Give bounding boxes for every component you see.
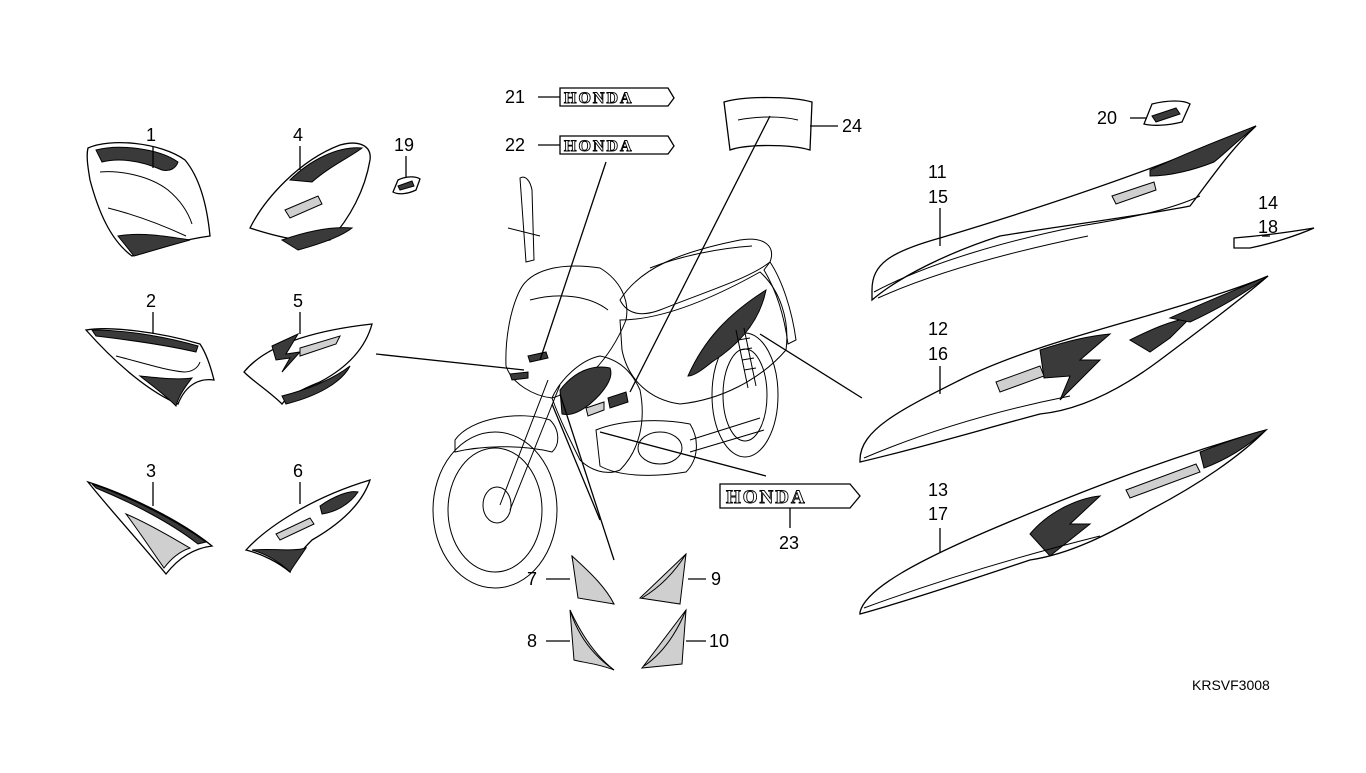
callout-18: 18 (1258, 217, 1278, 237)
callout-19: 19 (394, 135, 414, 155)
callout-5: 5 (293, 291, 303, 311)
part-6-decal[interactable] (244, 479, 372, 574)
callout-12: 12 (928, 319, 948, 339)
diagram-code: KRSVF3008 (1192, 677, 1270, 693)
callout-11: 11 (928, 162, 947, 182)
emblem-22-text: HONDA (564, 138, 634, 155)
part-19-decal[interactable] (392, 176, 421, 195)
callout-4: 4 (293, 125, 303, 145)
callout-16: 16 (928, 344, 948, 364)
part-10-decal[interactable] (640, 608, 687, 669)
part-5-decal[interactable] (243, 323, 373, 406)
part-12-16-stripe[interactable] (859, 275, 1269, 463)
honda-emblem-23[interactable]: HONDA (719, 483, 861, 509)
callout-2: 2 (146, 291, 156, 311)
callout-17: 17 (928, 504, 948, 524)
part-9-decal[interactable] (638, 552, 687, 605)
callout-9: 9 (711, 569, 721, 589)
part-3-decal[interactable] (86, 480, 214, 576)
callout-22: 22 (505, 135, 525, 155)
callout-14: 14 (1258, 193, 1278, 213)
motorcycle-illustration (432, 176, 797, 589)
honda-emblem-22[interactable]: HONDA (559, 135, 675, 155)
part-4-decal[interactable] (249, 142, 371, 251)
part-11-15-stripe[interactable] (871, 125, 1257, 302)
callout-labels: 1 4 19 2 5 3 6 21 22 24 20 11 15 14 18 1… (146, 87, 1278, 693)
callout-10: 10 (709, 631, 729, 651)
part-8-decal[interactable] (569, 609, 615, 671)
callout-20: 20 (1097, 108, 1117, 128)
honda-emblem-21[interactable]: HONDA (559, 87, 675, 107)
callout-24: 24 (842, 116, 862, 136)
part-14-18-decal[interactable] (1233, 227, 1315, 249)
emblem-21-text: HONDA (564, 90, 634, 107)
callout-23: 23 (779, 533, 799, 553)
callout-21: 21 (505, 87, 525, 107)
callout-1: 1 (146, 125, 156, 145)
emblem-23-text: HONDA (726, 487, 807, 508)
callout-15: 15 (928, 187, 948, 207)
part-24-label[interactable] (723, 96, 813, 151)
part-1-decal[interactable] (86, 141, 211, 257)
callout-13: 13 (928, 480, 948, 500)
leader-lines (152, 96, 1270, 642)
callout-3: 3 (146, 461, 156, 481)
part-13-17-stripe[interactable] (859, 428, 1269, 615)
part-7-decal[interactable] (571, 554, 615, 605)
callout-7: 7 (527, 569, 537, 589)
part-2-decal[interactable] (84, 328, 215, 407)
part-20-decal[interactable] (1143, 100, 1191, 126)
callout-8: 8 (527, 631, 537, 651)
callout-6: 6 (293, 461, 303, 481)
